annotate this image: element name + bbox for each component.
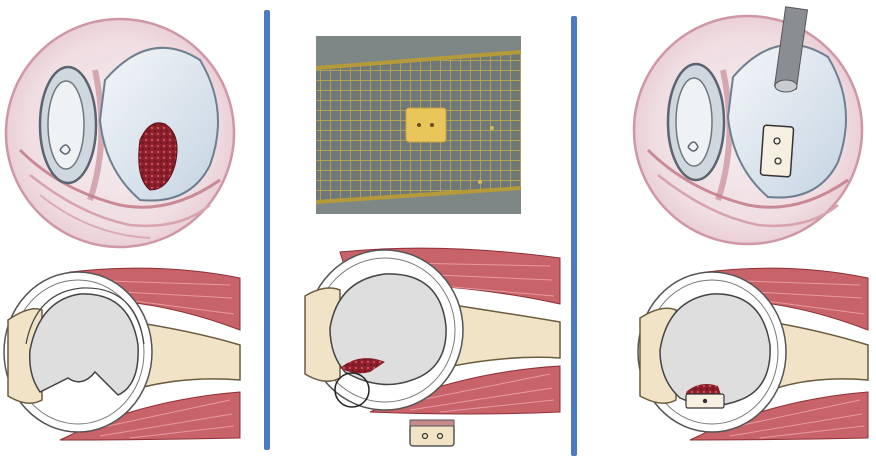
cross-section-defect xyxy=(4,268,240,440)
cross-section-fixation xyxy=(638,268,868,440)
graft-block xyxy=(410,420,454,446)
cross-section-graft xyxy=(305,248,560,414)
panel-fixation xyxy=(634,7,868,440)
arthroscopic-view-defect xyxy=(6,19,234,247)
arthroscopic-view-fixation xyxy=(634,7,862,244)
panel-defect xyxy=(4,19,240,440)
panel-graft xyxy=(305,36,560,446)
photo-graft-on-mesh xyxy=(316,36,521,214)
